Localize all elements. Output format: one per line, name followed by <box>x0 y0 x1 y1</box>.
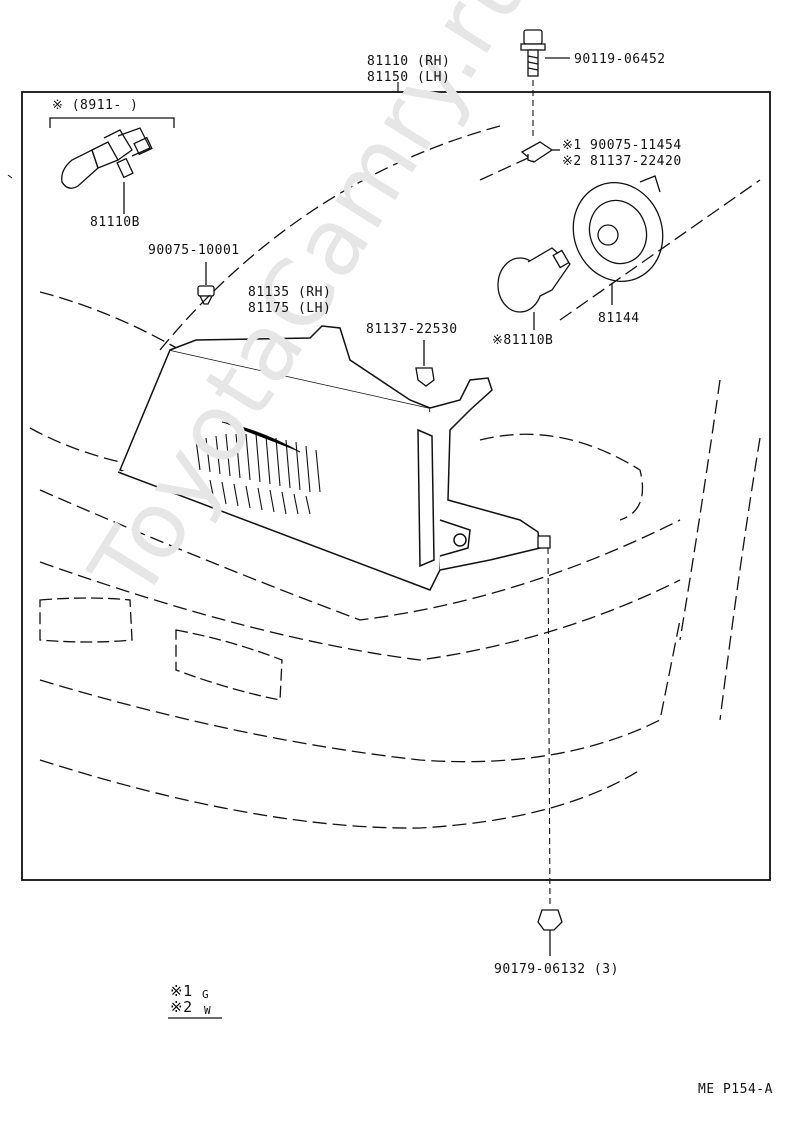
bracket-clip-drawing <box>415 340 435 387</box>
main-bulb-drawing <box>61 127 153 214</box>
top-bolt-label: 90119-06452 <box>574 52 666 67</box>
housing-label-rh: 81135 (RH) <box>248 285 332 300</box>
assembly-label-lh: 81150 (LH) <box>367 70 451 85</box>
socket-label: 81144 <box>598 311 640 326</box>
park-bulb-label: ※81110B <box>492 333 554 348</box>
bottom-nut-drawing <box>537 535 563 956</box>
body-outline <box>29 125 761 829</box>
clip-label-1: ※1 90075-11454 <box>562 138 682 153</box>
lens-pattern <box>195 421 321 515</box>
legend-value-1: G <box>202 988 210 1001</box>
park-bulb-drawing <box>497 247 571 330</box>
socket-drawing <box>572 175 664 305</box>
screw-clip-label: 90075-10001 <box>148 243 240 258</box>
clip-label-2: ※2 81137-22420 <box>562 154 682 169</box>
headlamp-drawing <box>117 325 541 591</box>
bulb-range-label: ※ (8911- ) <box>52 98 139 113</box>
margin-mark <box>7 174 13 179</box>
bulb-range-bracket <box>49 117 175 128</box>
legend-mark-1: ※1 <box>170 982 193 1000</box>
bracket-label: 81137-22530 <box>366 322 458 337</box>
clip-drawing <box>520 141 560 163</box>
top-bolt-drawing <box>520 29 570 77</box>
page-code: ME P154-A <box>698 1082 773 1097</box>
assembly-label-rh: 81110 (RH) <box>367 54 451 69</box>
bottom-nut-label: 90179-06132 (3) <box>494 962 619 977</box>
screw-clip-drawing <box>197 262 215 305</box>
legend-value-2: W <box>204 1004 212 1017</box>
main-bulb-label: 81110B <box>90 215 140 230</box>
housing-label-lh: 81175 (LH) <box>248 301 332 316</box>
legend-mark-2: ※2 <box>170 998 193 1016</box>
assembly-frame <box>21 91 771 881</box>
bottom-nut-axis <box>547 547 551 906</box>
bumper-openings <box>39 597 283 701</box>
